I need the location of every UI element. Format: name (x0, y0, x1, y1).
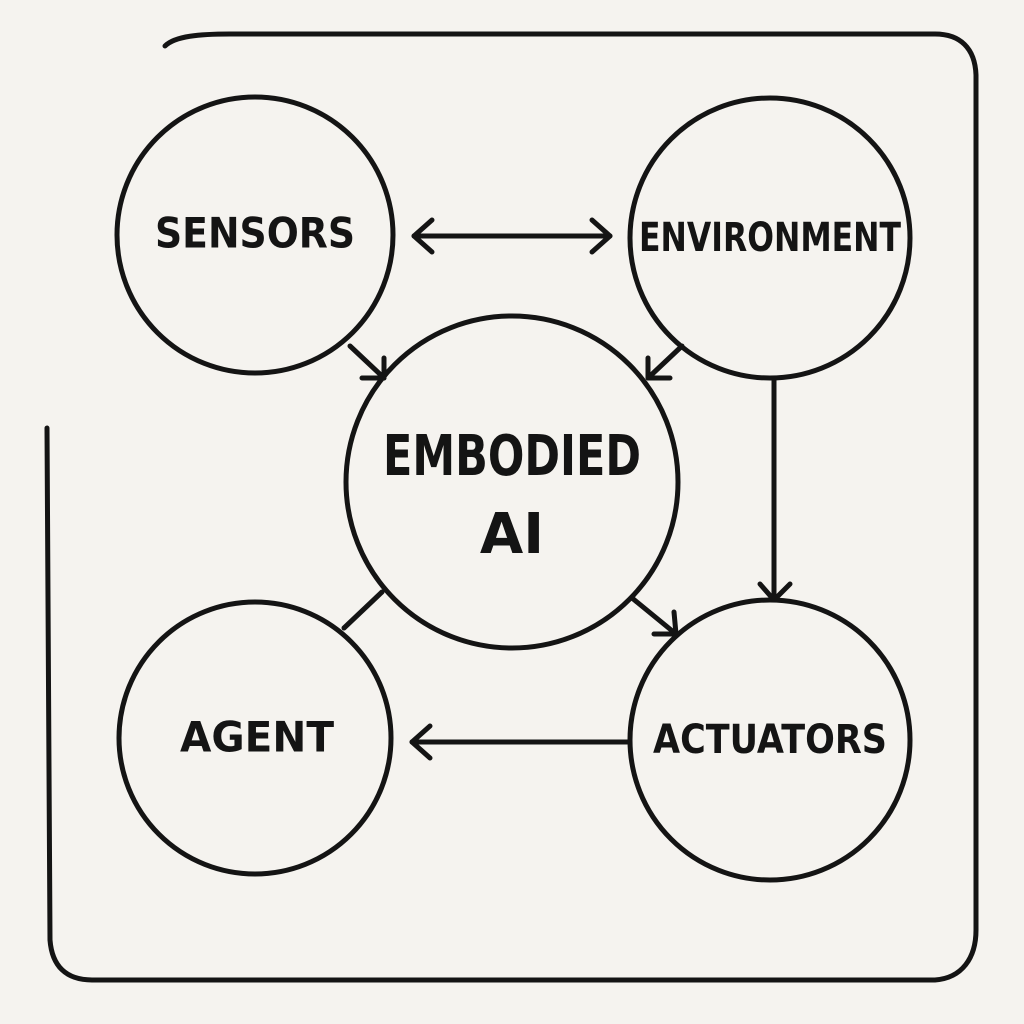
sensors-label: SENSORS (155, 209, 355, 258)
edge-environment-actuators (757, 375, 793, 603)
actuators-label: ACTUATORS (653, 717, 887, 763)
embodied-ai-label-line2: AI (480, 502, 544, 567)
embodied-ai-node (343, 313, 681, 651)
edge-sensors-environment (411, 217, 613, 255)
agent-label: AGENT (180, 713, 334, 762)
actuators-node (627, 597, 913, 883)
edge-embodied-actuators (629, 595, 679, 637)
edge-environment-embodied (645, 343, 685, 381)
edge-actuators-agent (409, 723, 631, 761)
environment-node (627, 95, 913, 381)
environment-label: ENVIRONMENT (639, 215, 902, 261)
agent-node (116, 599, 394, 877)
sensors-node (114, 94, 396, 376)
edge-sensors-embodied (347, 343, 387, 381)
embodied-ai-label-line1: EMBODIED (383, 424, 641, 489)
edge-embodied-agent (341, 589, 385, 631)
outer-frame (44, 31, 979, 983)
